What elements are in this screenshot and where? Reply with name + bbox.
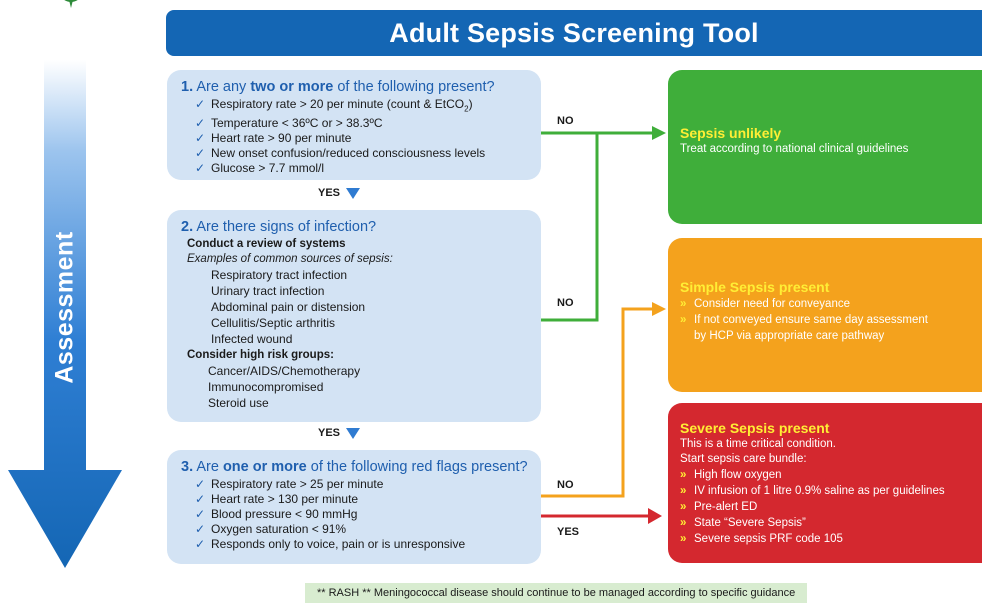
check-icon: ✓ [195,537,206,551]
question-1-heading: 1. Are any two or more of the following … [181,79,495,95]
down-arrow-icon [346,427,361,439]
check-icon: ✓ [195,97,206,111]
no-label-q2: NO [557,297,574,309]
outcome-unlikely-heading: Sepsis unlikely [680,125,782,141]
question-1-box: 1. Are any two or more of the following … [167,70,541,180]
down-arrow-icon [346,187,361,199]
question-1-criteria: ✓Respiratory rate > 20 per minute (count… [195,97,527,176]
check-icon: ✓ [195,131,206,146]
list-item: »State “Severe Sepsis” [680,517,806,529]
list-item: ✓Respiratory rate > 25 per minute [195,477,384,491]
arrowhead-simple [652,302,666,316]
check-icon: ✓ [195,522,206,536]
no-label-q3: NO [557,479,574,491]
check-icon: ✓ [195,477,206,491]
check-icon: ✓ [195,507,206,521]
check-icon: ✓ [195,492,206,506]
title-bar: Adult Sepsis Screening Tool [166,10,982,56]
review-heading: Conduct a review of systems [187,238,346,250]
no-connector-q3 [541,307,656,498]
question-2-heading: 2. Are there signs of infection? [181,219,377,235]
list-item: »Pre-alert ED [680,501,758,513]
outcome-simple-sepsis: Simple Sepsis present »Consider need for… [668,238,982,392]
risk-groups-heading: Consider high risk groups: [187,349,334,361]
outcome-severe-sepsis: Severe Sepsis present This is a time cri… [668,403,982,563]
list-item: ✓Respiratory rate > 20 per minute (count… [195,97,473,114]
list-item: Cellulitis/Septic arthritis [211,316,336,330]
outcome-simple-heading: Simple Sepsis present [680,279,830,295]
yes-step-2: YES [318,427,361,439]
list-item: ✓Blood pressure < 90 mmHg [195,507,358,521]
arrowhead-severe [648,508,662,524]
check-icon: ✓ [195,161,206,176]
page-title: Adult Sepsis Screening Tool [389,17,759,48]
list-item: »IV infusion of 1 litre 0.9% saline as p… [680,485,945,497]
list-item: Respiratory tract infection [211,268,348,282]
no-label-q1: NO [557,115,574,127]
risk-groups-list: Cancer/AIDS/Chemotherapy Immunocompromis… [181,363,527,411]
chevron-right-icon: » [680,501,687,513]
list-item: ✓Oxygen saturation < 91% [195,522,347,536]
list-item: Steroid use [208,396,269,410]
chevron-right-icon: » [680,533,687,545]
list-item: ✓Temperature < 36ºC or > 38.3ºC [195,116,383,131]
rash-footnote: ** RASH ** Meningococcal disease should … [305,583,808,603]
outcome-severe-heading: Severe Sepsis present [680,420,830,436]
chevron-right-icon: » [680,485,687,497]
check-icon: ✓ [195,146,206,161]
sepsis-sources-list: Respiratory tract infection Urinary trac… [181,267,527,347]
list-item: ✓Glucose > 7.7 mmol/l [195,161,325,176]
list-item: ✓Heart rate > 130 per minute [195,492,359,506]
list-item: »Severe sepsis PRF code 105 [680,533,843,545]
list-item: »If not conveyed ensure same day assessm… [680,314,928,326]
list-item: Abdominal pain or distension [211,300,366,314]
chevron-right-icon: » [680,517,687,529]
chevron-right-icon: » [680,314,687,326]
outcome-unlikely-text: Treat according to national clinical gui… [680,143,909,155]
list-item-continuation: by HCP via appropriate care pathway [694,330,885,342]
list-item: »Consider need for conveyance [680,298,850,310]
chevron-right-icon: » [680,469,687,481]
list-item: ✓New onset confusion/reduced consciousne… [195,146,486,161]
list-item: ✓Responds only to voice, pain or is unre… [195,537,466,551]
assessment-arrow-icon [8,60,122,568]
question-3-heading: 3. Are one or more of the following red … [181,459,528,475]
list-item: Infected wound [211,332,293,346]
question-3-red-flags: ✓Respiratory rate > 25 per minute ✓Heart… [195,477,527,552]
outcome-severe-line2: Start sepsis care bundle: [680,453,807,465]
logo-icon [64,0,78,8]
no-connector-q2 [541,133,599,322]
yes-step-1: YES [318,187,361,199]
list-item: Immunocompromised [208,380,324,394]
check-icon: ✓ [195,116,206,131]
outcome-sepsis-unlikely: Sepsis unlikely Treat according to natio… [668,70,982,224]
list-item: »High flow oxygen [680,469,782,481]
chevron-right-icon: » [680,298,687,310]
question-3-box: 3. Are one or more of the following red … [167,450,541,564]
outcome-severe-line1: This is a time critical condition. [680,438,836,450]
list-item: Urinary tract infection [211,284,325,298]
yes-label-q3: YES [557,526,580,538]
question-2-box: 2. Are there signs of infection? Conduct… [167,210,541,422]
list-item: Cancer/AIDS/Chemotherapy [208,364,361,378]
examples-heading: Examples of common sources of sepsis: [187,253,393,265]
arrowhead-unlikely [652,126,666,140]
assessment-label: Assessment [50,230,79,384]
outcome-simple-list: »Consider need for conveyance »If not co… [680,296,970,344]
care-bundle-list: »High flow oxygen »IV infusion of 1 litr… [680,467,970,547]
list-item: ✓Heart rate > 90 per minute [195,131,352,146]
